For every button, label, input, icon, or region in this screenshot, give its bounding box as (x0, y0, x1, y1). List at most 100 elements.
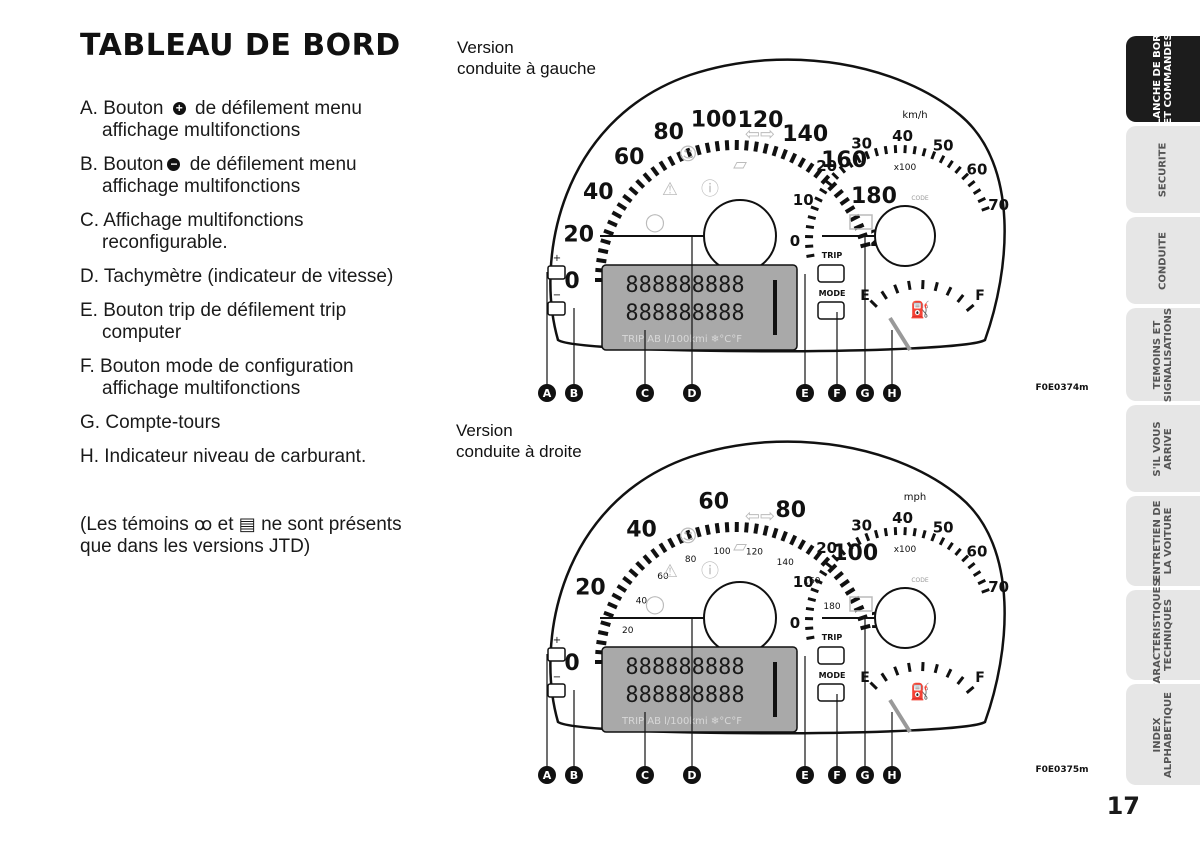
speed-tick (724, 522, 730, 533)
rpm-tick (930, 533, 937, 542)
version-label-left: Version conduite à gauche (457, 37, 596, 79)
sidebar-tab-label: CONDUITE (1157, 231, 1169, 290)
lcd-status-line: TRIP AB l/100kmi ❄°C°F (621, 716, 742, 727)
callout-marker (828, 766, 846, 784)
inner-speed-label: 160 (803, 577, 820, 587)
dashboard-svg: 020406080100120140160180200km/h⚠ⓘ⏥⇦⇨☺◯01… (538, 58, 1089, 402)
inner-speed-label: 20 (622, 626, 634, 636)
sidebar-tab-3[interactable]: CONDUITE (1126, 217, 1200, 304)
rpm-tick (838, 165, 847, 174)
inner-speed-label: 60 (657, 572, 669, 582)
speed-tick (753, 523, 759, 534)
legend-letter: F. (80, 356, 95, 377)
inner-speed-label: 120 (746, 548, 763, 558)
fuel-filter-icon: ▤ (238, 514, 256, 535)
sidebar-tab-5[interactable]: S'IL VOUS ARRIVE (1126, 405, 1200, 492)
airbag-icon: ☺ (679, 144, 698, 165)
rpm-tick (961, 554, 970, 563)
speed-tick (628, 568, 639, 578)
rpm-tick (946, 160, 954, 169)
speed-tick (685, 147, 693, 159)
callout-marker (565, 766, 583, 784)
speed-tick (597, 630, 609, 637)
speed-tick (597, 248, 609, 255)
speed-tick (603, 610, 615, 619)
sidebar-tab-2[interactable]: SECURITE (1126, 126, 1200, 213)
lcd-level-bar (773, 280, 777, 335)
fuel-tick (965, 303, 975, 312)
sidebar-tab-label: CARACTERISTIQUES TECHNIQUES (1152, 579, 1174, 691)
rpm-tick (824, 179, 833, 187)
speed-tick (611, 592, 623, 601)
speed-tick (805, 544, 815, 556)
speed-tick (789, 152, 798, 164)
speed-tick (667, 537, 676, 549)
dashboard-outline (549, 58, 1006, 353)
rpm-tick (819, 187, 828, 195)
lcd-status-line: TRIP AB l/100kmi ❄°C°F (621, 334, 742, 345)
callout-marker (636, 766, 654, 784)
rpm-tick (954, 547, 962, 556)
dashboard-diagram-left-hand-drive: 020406080100120140160180200km/h⚠ⓘ⏥⇦⇨☺◯01… (430, 30, 1090, 410)
speed-tick (603, 228, 615, 237)
legend-item-e: E. Bouton trip de défilement trip comput… (80, 300, 420, 344)
speed-tick (650, 166, 660, 177)
legend-text: Bouton (97, 154, 164, 175)
callout-letter: G (860, 769, 869, 782)
door-icon: ⏥ (733, 536, 747, 557)
speed-tick (771, 527, 779, 539)
minus-label: − (553, 290, 561, 301)
hazard-icon: ⚠ (662, 179, 678, 200)
sidebar-tab-6[interactable]: ENTRETIEN DE LA VOITURE (1126, 496, 1200, 586)
lcd-panel (601, 264, 798, 351)
speed-tick (685, 529, 693, 541)
plus-button (547, 647, 566, 662)
sidebar-tab-8[interactable]: INDEX ALPHABETIQUE (1126, 684, 1200, 785)
speed-tick (762, 525, 769, 536)
rpm-tick (873, 147, 879, 157)
callout-letter: C (641, 769, 649, 782)
version-label-line: Version (456, 421, 513, 440)
speed-tick (611, 210, 623, 219)
speed-tick (642, 172, 653, 183)
sidebar-tab-4[interactable]: TEMOINS ET SIGNALISATIONS (1126, 307, 1200, 402)
speed-tick (650, 548, 660, 559)
speed-tick (813, 550, 823, 561)
rpm-tick (912, 528, 917, 537)
sidebar-tab-1[interactable]: PLANCHE DE BORD ET COMMANDES (1126, 26, 1200, 132)
rpm-tick (855, 536, 862, 546)
speed-tick (695, 144, 702, 156)
speed-tick (820, 174, 831, 185)
rpm-label: 10 (793, 573, 814, 591)
minus-icon: − (167, 158, 181, 171)
fuel-tick (945, 286, 953, 296)
speed-tick (753, 141, 759, 152)
inner-speed-label: 100 (713, 547, 730, 557)
legend-text: Tachymètre (indicateur de vitesse) (99, 266, 394, 287)
mode-button (817, 683, 845, 702)
sidebar-tab-7[interactable]: CARACTERISTIQUES TECHNIQUES (1126, 579, 1200, 691)
speed-label: 40 (583, 180, 614, 205)
speed-tick (833, 188, 844, 199)
speed-tick (744, 140, 749, 151)
rpm-tick (864, 150, 871, 160)
fuel-tick (945, 668, 953, 678)
rpm-tick (805, 606, 815, 612)
fuel-full-label: F (975, 670, 985, 686)
speed-tick (820, 556, 831, 567)
callout-marker (856, 766, 874, 784)
speed-label: 60 (614, 145, 645, 170)
speed-tick (676, 151, 684, 163)
fuel-pump-icon: ⛽ (910, 300, 930, 319)
callout-marker (883, 766, 901, 784)
callout-marker (796, 766, 814, 784)
legend-text: Bouton mode de configuration affichage m… (94, 356, 354, 399)
rpm-tick (873, 529, 879, 539)
door-icon: ⏥ (733, 154, 747, 175)
speed-tick (780, 148, 788, 160)
minus-label: − (553, 672, 561, 683)
speed-tick (607, 219, 618, 228)
